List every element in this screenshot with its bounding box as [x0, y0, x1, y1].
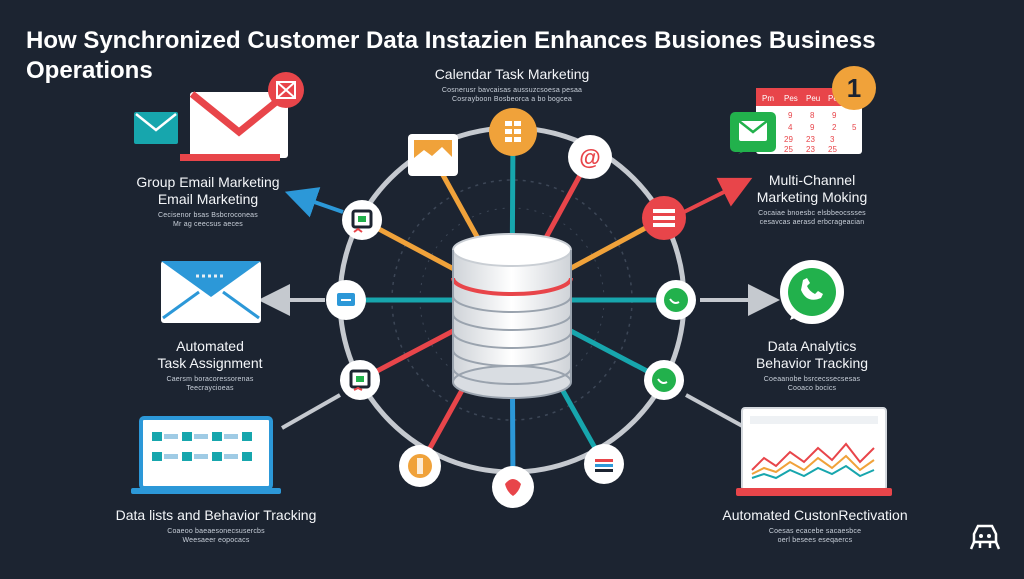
feature-heading: Automated	[176, 338, 244, 354]
feature-description: Mr ag ceecsus aeces	[173, 221, 243, 228]
node-coin[interactable]	[399, 445, 441, 487]
feature-description: oerl besees eseqaercs	[777, 537, 853, 544]
node-grid[interactable]	[489, 108, 537, 156]
node-chat[interactable]	[342, 200, 382, 240]
node-whatsapp[interactable]	[644, 360, 684, 400]
calendar-date: 2	[832, 123, 837, 132]
feature-heading: Group Email Marketing	[136, 174, 280, 190]
feature-heading: Multi-Channel	[768, 172, 856, 188]
node-chart[interactable]	[584, 444, 624, 484]
calendar-day: Pm	[762, 94, 774, 103]
feature-description: Coeaanobe bsrcecssecsesas	[763, 376, 861, 383]
robot-logo-icon	[969, 524, 1001, 550]
node-pin[interactable]	[492, 466, 534, 508]
feature-heading: Task Assignment	[157, 355, 263, 371]
feature-heading: Data lists and Behavior Tracking	[115, 507, 317, 523]
feature-heading: Data Analytics	[767, 338, 857, 354]
calendar-day: Peu	[806, 94, 820, 103]
feature-group-email: Group Email Marketing Email Marketing Ce…	[118, 174, 298, 229]
feature-description: Coesas ecacebe sacaesbce	[768, 528, 862, 535]
calendar-date: 9	[810, 123, 815, 132]
laptop-dashboard-icon	[131, 416, 281, 494]
calendar-day: Pes	[784, 94, 798, 103]
database-icon	[451, 233, 573, 399]
calendar-date: 3	[830, 135, 835, 144]
external-arrows	[258, 177, 780, 430]
feature-reactivation: Automated CustonRectivation Coesas ecace…	[700, 507, 930, 545]
calendar-date: 29	[784, 135, 793, 144]
node-document[interactable]	[408, 134, 458, 176]
feature-task-assignment: Automated Task Assignment Caersm boracor…	[112, 338, 308, 393]
whatsapp-icon	[780, 260, 844, 324]
envelope-illustration	[134, 72, 304, 161]
feature-description: Cocaiae bnoesbc elsbbeocssses	[758, 210, 866, 217]
calendar-icon: Pm Pes Peu Pes 9 8 9 4 9 2 5 29 23 3 25 …	[730, 66, 876, 154]
feature-description: Cecisenor bsas Bsbcroconeas	[158, 212, 258, 219]
calendar-date: 9	[788, 111, 793, 120]
feature-heading: Automated CustonRectivation	[722, 507, 908, 523]
node-whatsapp[interactable]	[656, 280, 696, 320]
monitor-chart-icon	[736, 407, 892, 496]
calendar-date: 8	[810, 111, 815, 120]
envelope-icon	[161, 261, 261, 323]
calendar-date: 4	[788, 123, 793, 132]
feature-heading: Marketing Moking	[756, 189, 868, 205]
feature-heading: Behavior Tracking	[755, 355, 869, 371]
feature-analytics: Data Analytics Behavior Tracking Coeaano…	[722, 338, 902, 393]
feature-multichannel: Multi-Channel Marketing Moking Cocaiae b…	[722, 172, 902, 227]
feature-description: Cosrayboon Bosbeorca a bo bogcea	[451, 96, 573, 103]
feature-calendar: Calendar Task Marketing Cosnerusr bavcai…	[412, 66, 612, 104]
node-tablet[interactable]	[326, 280, 366, 320]
feature-description: Cooaco bocics	[787, 385, 837, 392]
node-link[interactable]	[340, 360, 380, 400]
calendar-date: 23	[806, 145, 815, 154]
feature-data-lists: Data lists and Behavior Tracking Coaeoo …	[96, 507, 336, 545]
feature-description: Cosnerusr bavcaisas aussuzcsoesa pesaa	[441, 87, 583, 94]
calendar-date: 25	[784, 145, 793, 154]
calendar-date: 25	[828, 145, 837, 154]
page-title: How Synchronized Customer Data Instazien…	[26, 27, 876, 84]
feature-heading: Email Marketing	[157, 191, 259, 207]
svg-text:@: @	[579, 145, 600, 170]
feature-description: cesavcas aerasd erbcrageacian	[759, 219, 865, 226]
node-list[interactable]	[642, 196, 686, 240]
feature-description: Coaeoo baeaesonecsusercbs	[167, 528, 265, 535]
feature-description: Caersm boracoressorenas	[166, 376, 254, 383]
node-at-sign[interactable]: @	[568, 135, 612, 179]
feature-heading: Calendar Task Marketing	[434, 66, 590, 82]
calendar-badge: 1	[847, 73, 861, 103]
calendar-date: 23	[806, 135, 815, 144]
feature-description: Teecraycioeas	[186, 385, 234, 392]
calendar-date: 9	[832, 111, 837, 120]
feature-description: Weesaeer eopocacs	[182, 537, 250, 544]
calendar-date: 5	[852, 123, 857, 132]
